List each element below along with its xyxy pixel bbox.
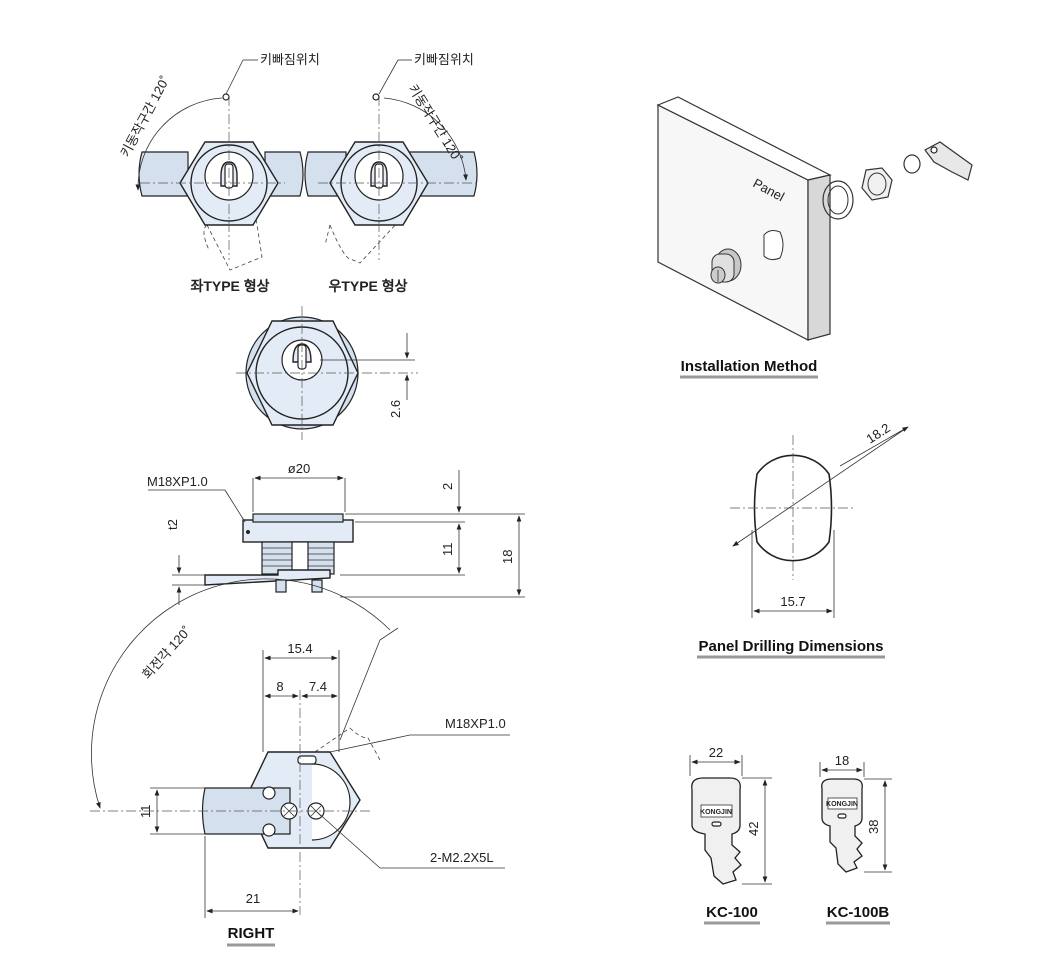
key-kc100b: KONGJIN 18 38 KC-100B (819, 753, 892, 925)
kc100b-caption: KC-100B (827, 904, 890, 921)
dim-21: 21 (246, 891, 260, 906)
key-kc100: KONGJIN 22 42 KC-100 (689, 745, 772, 925)
kc100-width: 22 (709, 745, 723, 760)
kc100-caption: KC-100 (706, 904, 758, 921)
dim-2-6: 2.6 (388, 400, 403, 418)
installation-view: Panel Installation Method (656, 96, 973, 379)
drilling-caption: Panel Drilling Dimensions (698, 638, 883, 655)
key-position-label-left: 키빠짐위치 (260, 52, 320, 67)
key-position-label-right: 키빠짐위치 (414, 52, 474, 67)
front-view: 2.6 (236, 306, 418, 440)
kc100b-height: 38 (866, 820, 881, 834)
kc100b-width: 18 (835, 753, 849, 768)
right-caption: RIGHT (228, 925, 275, 942)
dim-dia20: ø20 (288, 461, 310, 476)
thread-label-side: M18XP1.0 (147, 474, 208, 489)
dim-18-2: 18.2 (863, 420, 892, 446)
right-type-label: 우TYPE 형상 (328, 278, 407, 294)
left-type-label: 좌TYPE 형상 (190, 278, 269, 294)
thread-label-bottom: M18XP1.0 (445, 716, 506, 731)
kc100b-brand: KONGJIN (826, 801, 858, 808)
dim-7-4: 7.4 (309, 679, 327, 694)
rotation-label: 회전각 120˚ (139, 623, 194, 682)
dim-11-bottom: 11 (138, 805, 153, 819)
dim-15-7: 15.7 (780, 594, 805, 609)
drilling-view: 18.2 15.7 Panel Drilling Dimensions (697, 420, 909, 659)
bottom-view: 회전각 120˚ 15.4 8 7.4 M18XP1.0 2-M2.2X5L 1… (90, 578, 510, 947)
dim-11-side: 11 (440, 543, 455, 557)
dim-8: 8 (276, 679, 283, 694)
dim-t2: t2 (165, 519, 180, 530)
kc100-height: 42 (746, 822, 761, 836)
dim-15-4: 15.4 (287, 641, 312, 656)
kc100-brand: KONGJIN (700, 809, 732, 816)
left-type-view: 키빠짐위치 키동작구간 120˚ 좌TYPE 형상 (117, 52, 319, 294)
right-type-view: 키빠짐위치 키동작구간 120˚ 우TYPE 형상 (304, 52, 478, 294)
key-range-label-left: 키동작구간 120˚ (117, 73, 172, 159)
dim-18: 18 (500, 550, 515, 564)
screw-label: 2-M2.2X5L (430, 850, 494, 865)
dim-2: 2 (440, 483, 455, 490)
side-view: ø20 M18XP1.0 2 11 18 t2 (147, 461, 525, 605)
installation-caption: Installation Method (681, 358, 818, 375)
